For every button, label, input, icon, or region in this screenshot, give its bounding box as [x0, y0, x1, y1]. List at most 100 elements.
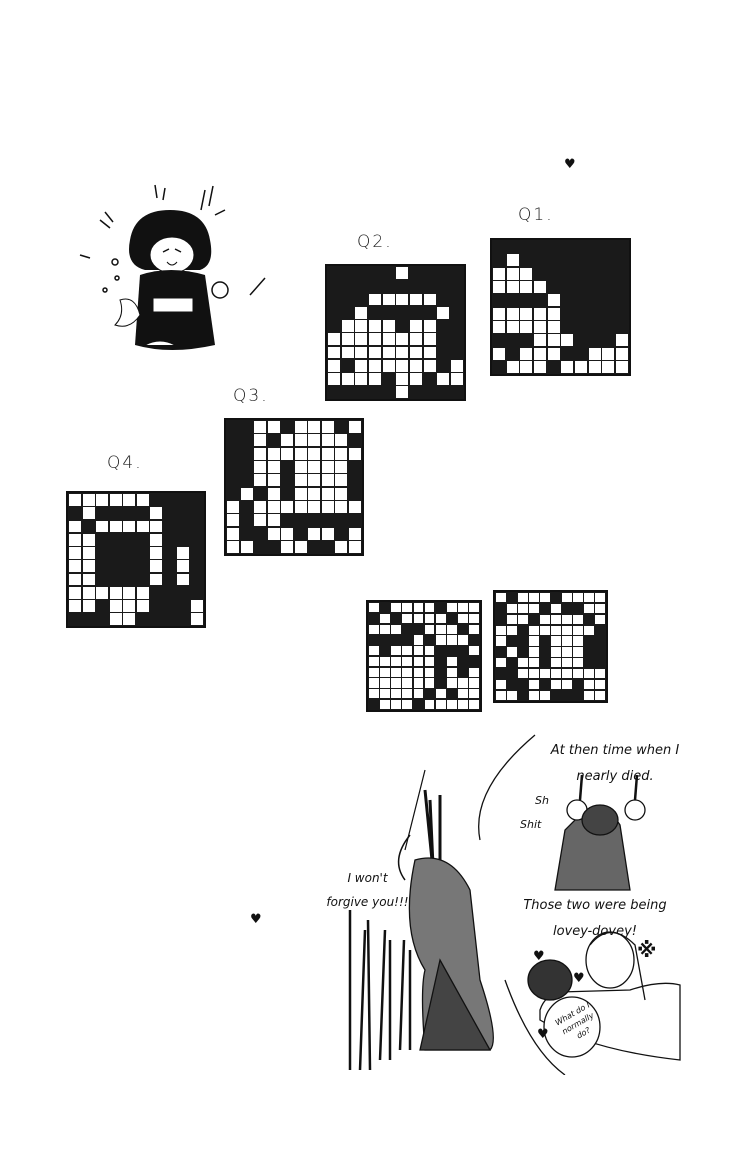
grid-cell-white — [551, 625, 561, 635]
grid-cell-white — [447, 656, 457, 666]
grid-cell-white — [402, 646, 413, 656]
heart-icon: ♥ — [250, 912, 262, 927]
grid-cell-black — [281, 514, 294, 527]
grid-cell-white — [584, 668, 594, 679]
grid-cell-black — [341, 267, 354, 279]
grid-cell-white — [281, 434, 294, 447]
grid-cell-white — [496, 690, 506, 700]
shout-wont-forgive: I won't forgive you!!! — [326, 871, 409, 909]
grid-cell-white — [190, 613, 203, 625]
grid-cell-black — [109, 560, 122, 572]
grid-cell-white — [424, 624, 435, 634]
grid-cell-white — [506, 307, 519, 320]
grid-cell-white — [348, 421, 361, 433]
grid-cell-black — [615, 254, 628, 267]
grid-cell-white — [584, 690, 594, 700]
grid-cell-white — [423, 293, 436, 306]
grid-cell-white — [458, 613, 468, 623]
grid-cell-white — [520, 361, 533, 373]
grid-cell-white — [595, 690, 605, 700]
grid-cell-white — [150, 560, 163, 572]
grid-cell-white — [382, 359, 395, 372]
grid-cell-white — [506, 321, 519, 333]
grid-cell-black — [382, 267, 395, 279]
grid-cell-black — [540, 636, 550, 646]
grid-cell-white — [136, 586, 149, 599]
grid-cell-black — [177, 533, 190, 546]
grid-cell-white — [254, 447, 267, 460]
grid-cell-white — [540, 668, 550, 679]
grid-cell-white — [294, 461, 307, 473]
grid-cell-black — [96, 533, 109, 546]
grid-cell-white — [109, 494, 122, 506]
grid-cell-black — [547, 281, 560, 293]
grid-cell-black — [368, 306, 382, 319]
grid-cell-black — [435, 656, 446, 666]
grid-cell-black — [458, 656, 468, 666]
grid-cell-black — [82, 613, 95, 625]
grid-cell-white — [109, 600, 122, 612]
grid-cell-black — [450, 267, 463, 279]
grid-cell-white — [409, 333, 423, 345]
grid-cell-black — [493, 254, 506, 267]
grid-cell-white — [335, 434, 348, 447]
grid-cell-black — [602, 241, 615, 253]
grid-cell-black — [96, 600, 109, 612]
grid-cell-white — [584, 593, 594, 603]
grid-cell-black — [574, 254, 588, 267]
grid-cell-black — [402, 624, 413, 634]
grid-cell-black — [402, 635, 413, 645]
grid-cell-black — [294, 527, 307, 540]
grid-cell-white — [82, 507, 95, 519]
grid-cell-black — [520, 254, 533, 267]
grid-cell-black — [109, 573, 122, 586]
grid-cell-white — [267, 474, 280, 487]
grid-cell-white — [413, 667, 424, 677]
grid-cell-white — [493, 307, 506, 320]
grid-cell-white — [529, 636, 539, 646]
grid-cell-black — [328, 267, 341, 279]
grid-cell-black — [588, 281, 601, 293]
heart-icon: ♥ — [564, 157, 576, 172]
grid-cell-black — [368, 386, 382, 398]
grid-cell-black — [437, 333, 450, 345]
grid-cell-white — [529, 690, 539, 700]
grid-cell-white — [308, 474, 321, 487]
grid-cell-black — [547, 267, 560, 280]
grid-cell-white — [294, 447, 307, 460]
grid-cell-black — [96, 560, 109, 572]
grid-cell-black — [574, 321, 588, 333]
grid-cell-black — [190, 547, 203, 559]
grid-cell-black — [561, 307, 574, 320]
grid-cell-white — [328, 359, 341, 372]
grid-cell-white — [496, 658, 506, 668]
grid-cell-black — [561, 294, 574, 307]
grid-cell-white — [82, 600, 95, 612]
grid-cell-white — [308, 434, 321, 447]
grid-cell-black — [424, 689, 435, 699]
grid-cell-white — [402, 678, 413, 688]
sfx-sh: Sh — [535, 794, 549, 807]
puzzle-label-q2: Q2. — [357, 232, 393, 252]
grid-cell-white — [369, 624, 379, 634]
grid-cell-black — [595, 647, 605, 657]
grid-cell-white — [321, 501, 334, 513]
grid-cell-black — [348, 487, 361, 500]
grid-cell-black — [533, 267, 547, 280]
grid-cell-black — [574, 307, 588, 320]
grid-cell-black — [588, 294, 601, 307]
grid-cell-white — [561, 334, 574, 347]
grid-cell-white — [380, 624, 390, 634]
grid-cell-white — [450, 359, 463, 372]
grid-cell-white — [321, 487, 334, 500]
grid-cell-white — [447, 624, 457, 634]
grid-cell-black — [573, 603, 583, 614]
grid-cell-black — [136, 560, 149, 572]
grid-cell-black — [595, 625, 605, 635]
grid-cell-white — [551, 603, 561, 614]
grid-cell-black — [150, 586, 163, 599]
grid-cell-black — [227, 487, 240, 500]
grid-cell-black — [602, 334, 615, 347]
grid-cell-white — [506, 254, 519, 267]
grid-cell-black — [281, 421, 294, 433]
